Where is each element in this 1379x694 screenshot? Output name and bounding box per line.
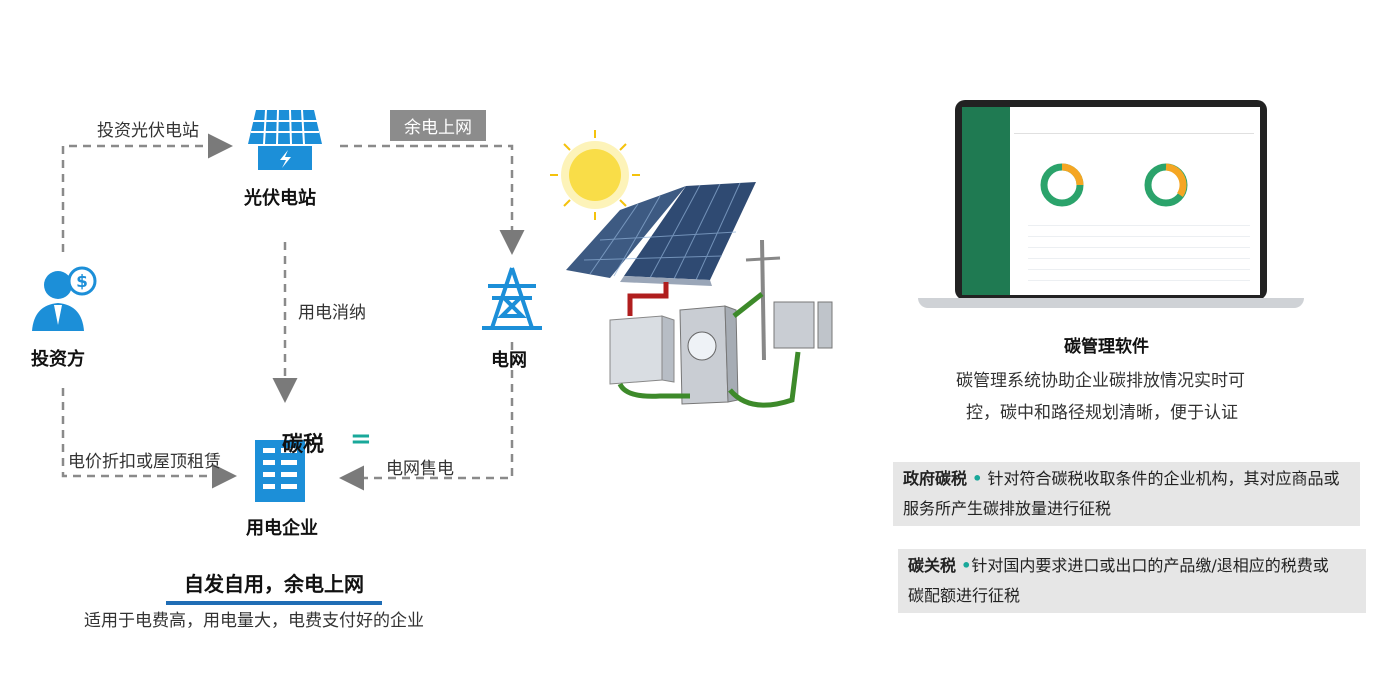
carbon-tax-label: 碳税 bbox=[282, 432, 324, 456]
solar-panel-icon bbox=[248, 109, 322, 170]
edge-label-discount-rent: 电价折扣或屋顶租赁 bbox=[68, 452, 221, 472]
ac-wires bbox=[617, 292, 801, 408]
software-desc-line1: 碳管理系统协助企业碳排放情况实时可 bbox=[956, 371, 1245, 391]
flow-diagram: $ bbox=[32, 109, 542, 502]
tax-name: 政府碳税 bbox=[903, 469, 968, 488]
donut-chart-2 bbox=[1144, 163, 1188, 207]
tax-text-line1: 针对国内要求进口或出口的产品缴/退相应的税费或 bbox=[971, 556, 1329, 575]
node-investor: 投资方 bbox=[31, 349, 85, 370]
tax-name: 碳关税 bbox=[908, 556, 957, 575]
title-underline bbox=[166, 601, 382, 605]
software-sidebar bbox=[962, 107, 1010, 295]
edge-invest-pv bbox=[61, 133, 233, 252]
solar-system-illustration bbox=[550, 130, 833, 408]
sun-icon bbox=[550, 130, 640, 220]
meter-box bbox=[679, 305, 739, 405]
tax-text-line2: 碳配额进行征税 bbox=[908, 586, 1021, 605]
tax-text-line2: 服务所产生碳排放量进行征税 bbox=[903, 499, 1112, 518]
power-tower-icon bbox=[482, 267, 542, 330]
software-screenshot bbox=[962, 107, 1260, 295]
bullet-icon: • bbox=[961, 556, 972, 575]
edge-surplus-grid bbox=[340, 144, 525, 255]
software-desc-line2: 控，碳中和路径规划清晰，便于认证 bbox=[966, 403, 1238, 423]
utility-pole bbox=[745, 239, 833, 361]
bullet-icon: • bbox=[972, 469, 983, 488]
diagram-title: 自发自用，余电上网 bbox=[184, 572, 364, 596]
tax-panel-government: 政府碳税 • 针对符合碳税收取条件的企业机构，其对应商品或 服务所产生碳排放量进… bbox=[893, 462, 1360, 526]
building-icon bbox=[255, 440, 305, 502]
software-title: 碳管理软件 bbox=[1064, 337, 1149, 357]
node-pv-station: 光伏电站 bbox=[244, 188, 316, 209]
svg-text:$: $ bbox=[76, 272, 88, 292]
diagram-title-block: 自发自用，余电上网 bbox=[166, 568, 382, 605]
tax-text-line1: 针对符合碳税收取条件的企业机构，其对应商品或 bbox=[987, 469, 1340, 488]
edge-label-invest-pv: 投资光伏电站 bbox=[97, 121, 199, 141]
edge-discount-rent bbox=[61, 388, 237, 489]
tax-panel-border: 碳关税 •针对国内要求进口或出口的产品缴/退相应的税费或 碳配额进行征税 bbox=[898, 549, 1366, 613]
software-table bbox=[1028, 215, 1250, 289]
investor-icon: $ bbox=[32, 266, 97, 331]
solar-panels-icon bbox=[566, 182, 756, 286]
edge-label-consumption: 用电消纳 bbox=[298, 303, 366, 323]
edge-grid-sale bbox=[339, 342, 514, 491]
laptop-base bbox=[918, 298, 1304, 308]
edge-label-surplus-grid: 余电上网 bbox=[390, 110, 486, 141]
node-enterprise: 用电企业 bbox=[246, 518, 318, 539]
dc-wire bbox=[627, 282, 669, 316]
edge-label-grid-sale: 电网售电 bbox=[386, 459, 454, 479]
node-grid: 电网 bbox=[491, 350, 527, 371]
diagram-subtitle: 适用于电费高，用电量大，电费支付好的企业 bbox=[84, 611, 424, 631]
equals-sign: = bbox=[350, 424, 372, 454]
software-header-line bbox=[1014, 133, 1254, 134]
inverter-box bbox=[609, 315, 675, 385]
donut-chart-1 bbox=[1040, 163, 1084, 207]
